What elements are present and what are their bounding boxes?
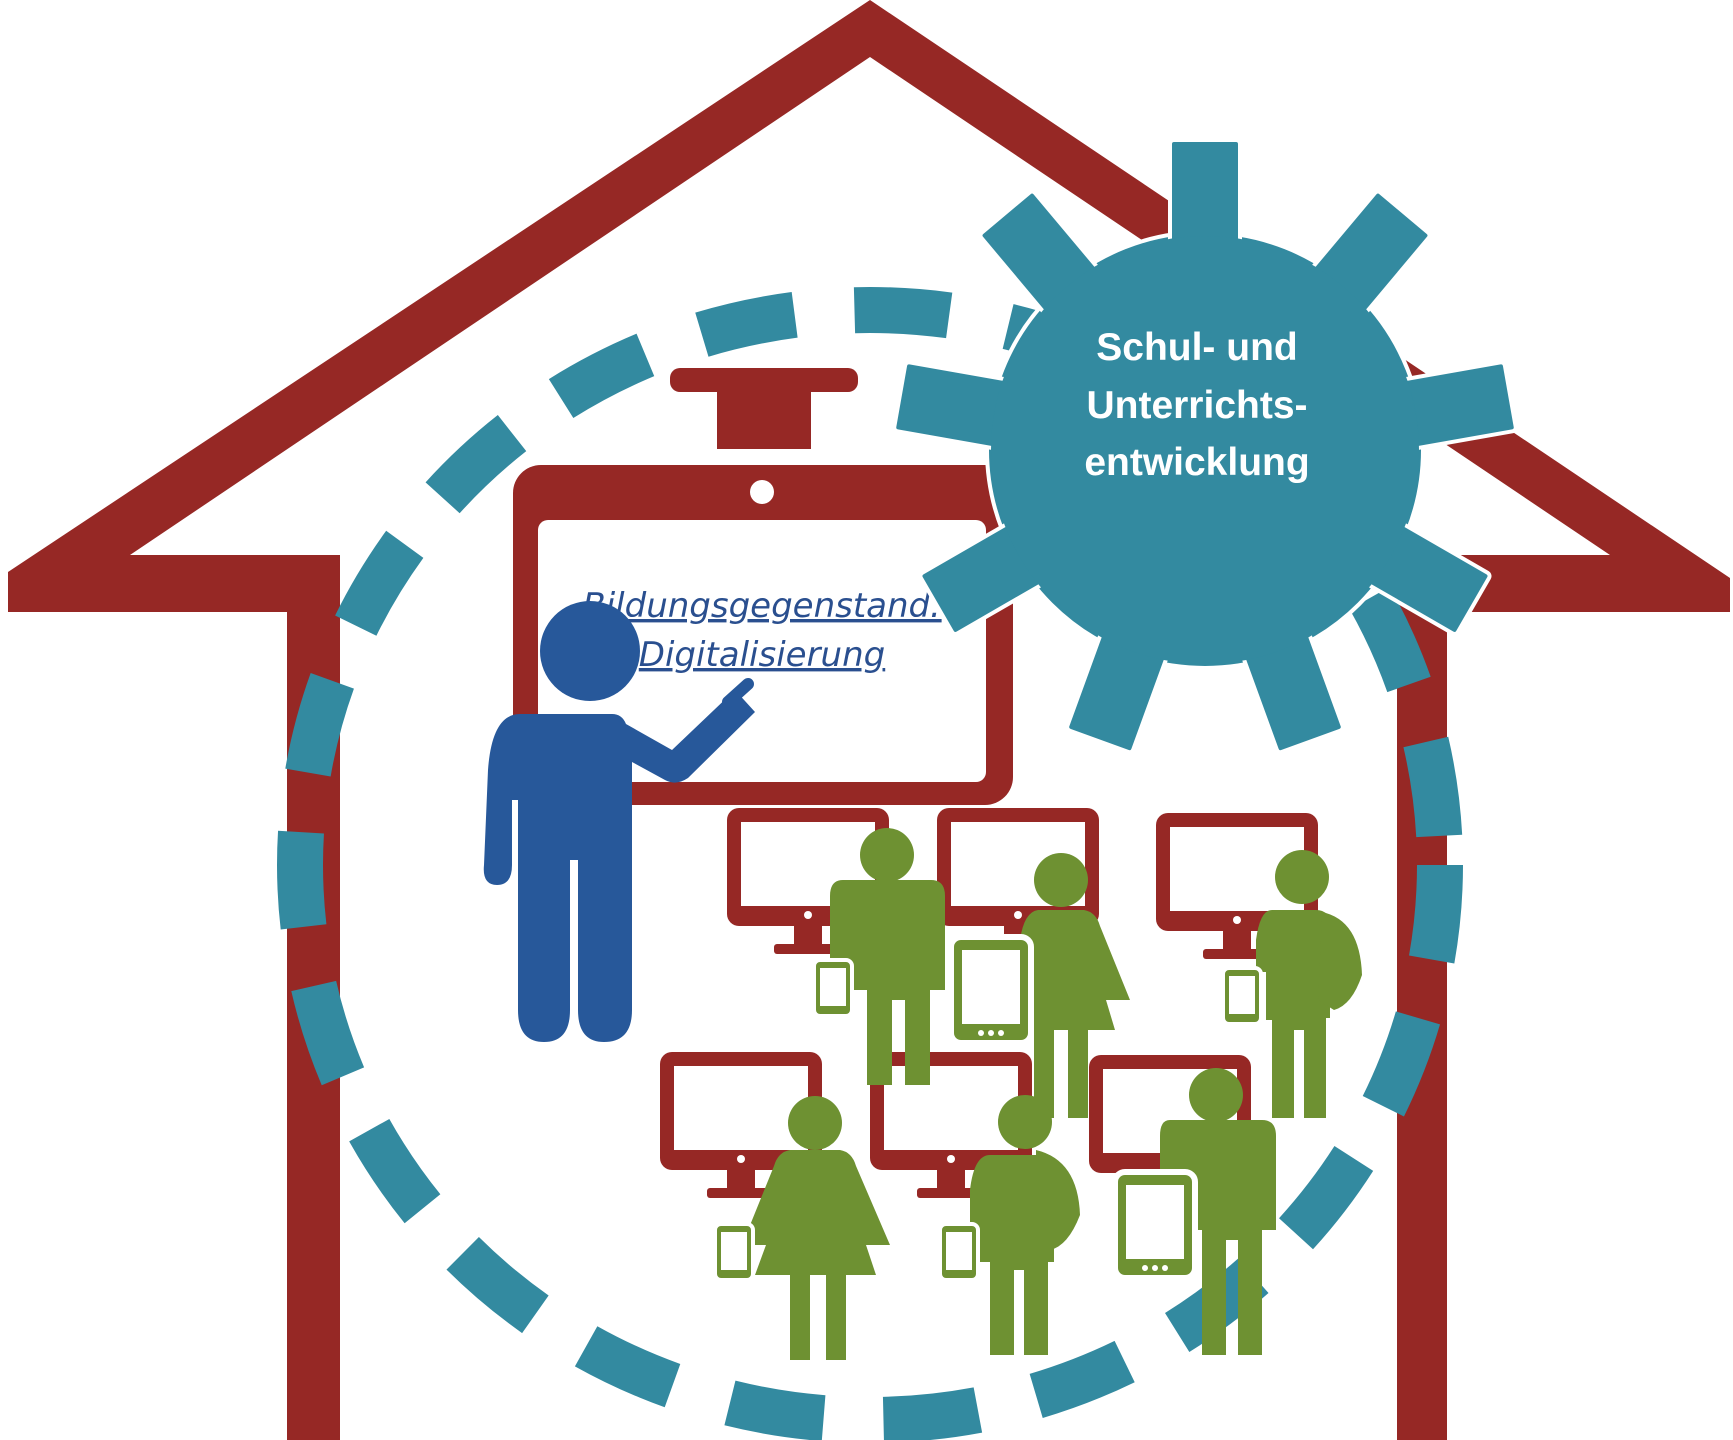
tablet-icon [1112, 1169, 1198, 1281]
dashed-cycle-ring [277, 287, 1463, 1440]
monitor-icon [660, 1052, 822, 1198]
smartphone-icon [713, 1222, 755, 1282]
board-subject-line2: Digitalisierung [639, 635, 885, 675]
gear-icon [892, 138, 1518, 755]
student-icon [742, 1096, 890, 1360]
smartphone-icon [938, 1222, 980, 1282]
board-subject-line1: Bildungsgegenstand: [582, 586, 941, 626]
student-icon [1008, 853, 1130, 1118]
teacher-icon [483, 601, 755, 1042]
smartphone-icon [1221, 966, 1263, 1026]
smartphone-icon [812, 958, 854, 1018]
whiteboard-icon [513, 368, 1013, 805]
backpack-icon [1036, 1150, 1080, 1250]
gear-label-line3: entwicklung [1084, 441, 1309, 484]
gear-label-line2: Unterrichts- [1086, 384, 1307, 427]
gear-label-line1: Schul- und [1096, 326, 1297, 369]
student-icon [830, 828, 945, 1085]
student-icon [970, 1095, 1054, 1355]
student-icon [1256, 850, 1330, 1118]
tablet-icon [948, 934, 1034, 1046]
backpack-icon [1318, 912, 1362, 1010]
